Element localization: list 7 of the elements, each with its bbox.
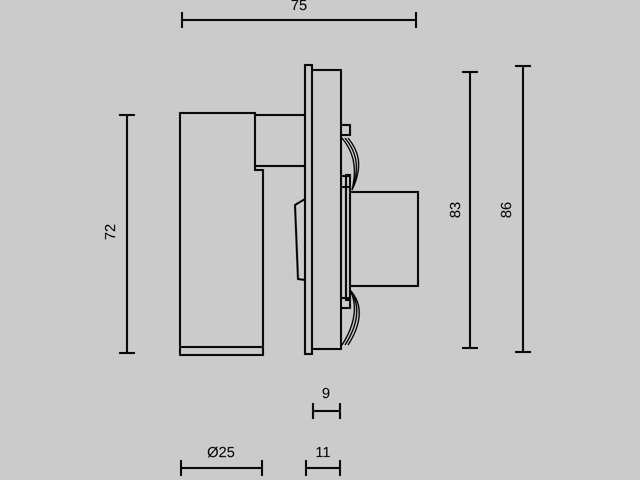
dimension-label: 11 xyxy=(316,446,330,458)
dimension-label: 86 xyxy=(500,202,512,218)
dimension-label: 83 xyxy=(450,202,460,218)
dimension-label: Ø25 xyxy=(208,446,234,458)
dimension-label: 72 xyxy=(104,224,116,240)
dimension-label: 9 xyxy=(322,388,330,398)
dimension-label: 75 xyxy=(292,0,307,10)
